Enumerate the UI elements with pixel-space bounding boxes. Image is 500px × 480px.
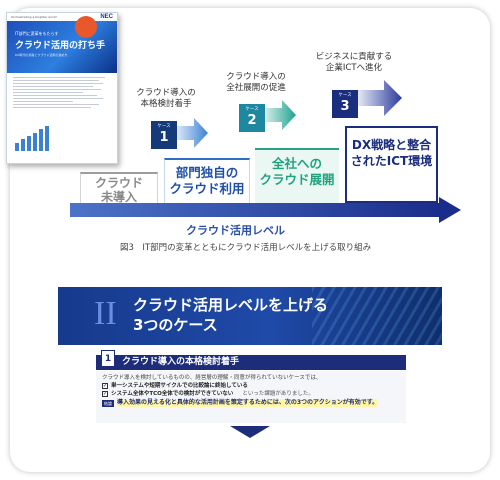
conclusion-tag: 結論 bbox=[102, 399, 114, 407]
stage-1-line2: 未導入 bbox=[100, 190, 137, 204]
stage-3-line2: クラウド展開 bbox=[259, 172, 335, 187]
step-label-1-line1: クラウド導入の bbox=[136, 88, 196, 98]
case-2-marker: ケース 2 bbox=[239, 104, 265, 132]
section-title-line1: クラウド活用レベルを上げる bbox=[133, 296, 329, 314]
thumbnail-chart-icon bbox=[15, 125, 57, 151]
brochure-thumbnail[interactable]: Orchestrating a brighter world NEC IT部門に… bbox=[6, 12, 118, 164]
stage-4-line2: されたICT環境 bbox=[350, 154, 433, 168]
stage-1-line1: クラウド bbox=[94, 176, 143, 190]
checkbox-icon: ✓ bbox=[102, 391, 108, 397]
cloud-level-bar bbox=[70, 203, 440, 217]
case-3-number: 3 bbox=[340, 99, 350, 114]
step-arrow-2-icon bbox=[258, 100, 296, 130]
case-panel-check-2-trailing: といった課題がありました。 bbox=[242, 391, 314, 397]
case-panel-check-2-text: システム全体やTCO全体での検討ができていない bbox=[111, 391, 234, 397]
stage-department-cloud: 部門独自の クラウド利用 bbox=[164, 158, 250, 203]
conclusion-text: 導入効果の見える化と具体的な活用計画を策定するためには、次の3つのアクションが有… bbox=[117, 399, 379, 407]
stage-4-line1: DX戦略と整合 bbox=[351, 138, 432, 152]
case-panel-check-2: ✓ システム全体やTCO全体での検討ができていない といった課題がありました。 bbox=[102, 390, 400, 398]
stage-3-line1: 全社への bbox=[271, 156, 322, 171]
thumbnail-title: クラウド活用の打ち手 bbox=[15, 41, 106, 51]
figure-caption: 図3 IT部門の変革とともにクラウド活用レベルを上げる取り組み bbox=[120, 243, 372, 253]
case-3-word: ケース bbox=[338, 93, 352, 98]
case-1-marker: ケース 1 bbox=[151, 121, 177, 149]
step-label-3-line2: 企業ICTへ進化 bbox=[325, 63, 383, 73]
case-1-panel: クラウド導入の本格検討着手 1 クラウド導入を検討しているものの、経営層の理解・… bbox=[96, 350, 406, 423]
case-panel-check-1-text: 単一システムや短期サイクルでの比較論に終始している bbox=[111, 383, 248, 389]
case-panel-check-1: ✓ 単一システムや短期サイクルでの比較論に終始している bbox=[102, 382, 400, 390]
step-label-2: クラウド導入の 全社展開の促進 bbox=[210, 72, 302, 94]
case-1-word: ケース bbox=[157, 124, 171, 129]
case-panel-body: クラウド導入を検討しているものの、経営層の理解・同意が得られていないケースでは、… bbox=[96, 371, 406, 423]
case-3-marker: ケース 3 bbox=[332, 90, 358, 118]
step-label-3: ビジネスに貢献する 企業ICTへ進化 bbox=[294, 52, 414, 74]
cloud-level-arrow-icon bbox=[439, 197, 461, 223]
case-panel-conclusion: 結論 導入効果の見える化と具体的な活用計画を策定するためには、次の3つのアクショ… bbox=[102, 399, 400, 407]
section-header: II クラウド活用レベルを上げる 3つのケース bbox=[58, 287, 442, 345]
case-panel-intro: クラウド導入を検討しているものの、経営層の理解・同意が得られていないケースでは、 bbox=[102, 375, 322, 381]
step-label-1-line2: 本格検討着手 bbox=[140, 99, 192, 109]
stage-2-line1: 部門独自の bbox=[175, 165, 239, 180]
step-label-2-line2: 全社展開の促進 bbox=[226, 83, 286, 93]
down-arrow-icon bbox=[230, 426, 270, 438]
checkbox-icon: ✓ bbox=[102, 383, 108, 389]
step-label-3-line1: ビジネスに貢献する bbox=[315, 52, 393, 62]
case-2-number: 2 bbox=[247, 113, 257, 128]
step-arrow-3-icon bbox=[352, 80, 402, 116]
stage-no-cloud: クラウド 未導入 bbox=[80, 172, 158, 204]
thumbnail-subtitle: DX時代の基盤とクラウド活用の進め方 bbox=[15, 53, 68, 57]
case-2-word: ケース bbox=[245, 107, 259, 112]
thumbnail-header: Orchestrating a brighter world NEC bbox=[7, 13, 117, 21]
stage-dx-ict: DX戦略と整合 されたICT環境 bbox=[345, 126, 438, 203]
thumbnail-kicker: IT部門に変革をもたらす bbox=[15, 31, 59, 36]
nec-logo: NEC bbox=[100, 14, 113, 20]
step-label-1: クラウド導入の 本格検討着手 bbox=[126, 88, 206, 110]
cloud-level-label: クラウド活用レベル bbox=[186, 224, 285, 237]
thumbnail-badge bbox=[75, 16, 97, 38]
stage-company-cloud: 全社への クラウド展開 bbox=[255, 148, 339, 203]
case-1-number: 1 bbox=[159, 130, 169, 145]
thumbnail-brand: Orchestrating a brighter world bbox=[11, 15, 57, 19]
section-title-line2: 3つのケース bbox=[133, 316, 218, 334]
stage-2-line2: クラウド利用 bbox=[169, 181, 245, 196]
section-header-decoration bbox=[312, 287, 442, 345]
section-title: クラウド活用レベルを上げる 3つのケース bbox=[133, 295, 328, 335]
case-panel-title: クラウド導入の本格検討着手 bbox=[122, 357, 240, 367]
thumbnail-hero: IT部門に変革をもたらす クラウド活用の打ち手 DX時代の基盤とクラウド活用の進… bbox=[7, 16, 117, 73]
case-panel-badge: 1 bbox=[101, 350, 115, 367]
section-numeral: II bbox=[94, 295, 117, 332]
thumbnail-text-lines bbox=[13, 77, 113, 110]
step-arrow-1-icon bbox=[170, 118, 208, 148]
case-panel-header: クラウド導入の本格検討着手 bbox=[96, 355, 406, 370]
step-label-2-line1: クラウド導入の bbox=[226, 72, 286, 82]
